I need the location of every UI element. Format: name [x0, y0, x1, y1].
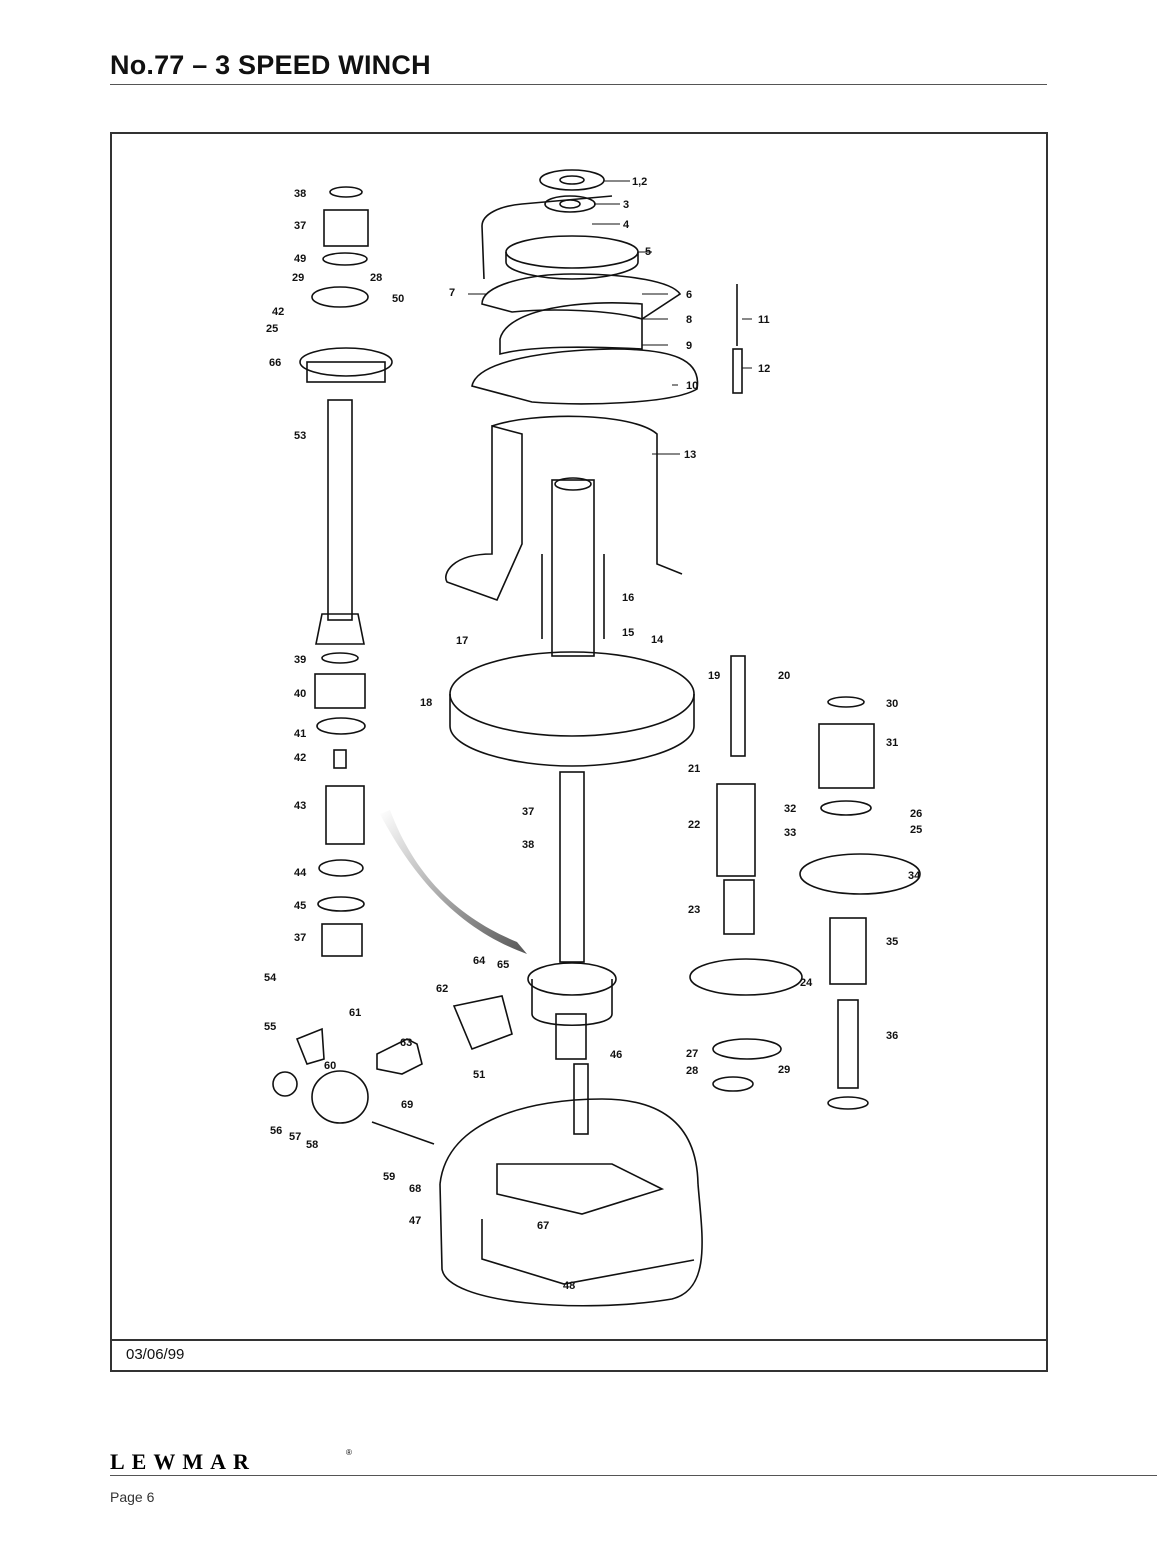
callout-30: 30	[886, 698, 898, 710]
callout-29: 29	[778, 1064, 790, 1076]
callout-44: 44	[294, 867, 307, 879]
callout-9: 9	[686, 340, 692, 352]
callout-17: 17	[456, 635, 468, 647]
callout-14: 14	[651, 634, 664, 646]
callout-32: 32	[784, 803, 796, 815]
callout-57: 57	[289, 1131, 301, 1143]
callout-47: 47	[409, 1215, 421, 1227]
callout-58: 58	[306, 1139, 318, 1151]
callout-51: 51	[473, 1069, 485, 1081]
callout-38-top: 38	[294, 188, 306, 200]
frame-footer-divider	[110, 1339, 1048, 1341]
callout-3: 3	[623, 199, 629, 211]
callout-10: 10	[686, 380, 698, 392]
callout-4: 4	[623, 219, 630, 231]
exploded-parts-diagram: 1,2 3 4 5 6 7 8 9 10 11 12 13 14 15 16 1…	[264, 169, 922, 1307]
callout-65: 65	[497, 959, 509, 971]
callout-25: 25	[910, 824, 922, 836]
callout-27: 27	[686, 1048, 698, 1060]
callout-38-shaft: 38	[522, 839, 534, 851]
callout-63: 63	[400, 1037, 412, 1049]
callout-50: 50	[392, 293, 404, 305]
callout-20: 20	[778, 670, 790, 682]
registered-mark: ®	[346, 1448, 352, 1457]
callout-22: 22	[688, 819, 700, 831]
callout-37-shaft: 37	[522, 806, 534, 818]
callout-19: 19	[708, 670, 720, 682]
callout-34: 34	[908, 870, 921, 882]
callout-55: 55	[264, 1021, 276, 1033]
callout-68: 68	[409, 1183, 421, 1195]
callout-42-top: 42	[272, 306, 284, 318]
callout-12: 12	[758, 363, 770, 375]
leader-lines	[468, 180, 752, 455]
callout-45: 45	[294, 900, 306, 912]
callout-6: 6	[686, 289, 692, 301]
callout-62: 62	[436, 983, 448, 995]
callout-29-top: 29	[292, 272, 304, 284]
callout-28-top: 28	[370, 272, 382, 284]
assembly-arrow	[380, 810, 527, 954]
callout-31: 31	[886, 737, 898, 749]
callout-43: 43	[294, 800, 306, 812]
callout-8: 8	[686, 314, 692, 326]
callout-15: 15	[622, 627, 634, 639]
callout-64: 64	[473, 955, 486, 967]
callout-41: 41	[294, 728, 306, 740]
footer-divider	[110, 1475, 1157, 1476]
callout-24: 24	[800, 977, 813, 989]
lewmar-logo: LEWMAR ®	[110, 1448, 352, 1474]
callout-36: 36	[886, 1030, 898, 1042]
brand-wordmark: LEWMAR	[110, 1449, 256, 1474]
callout-11: 11	[758, 314, 770, 326]
callout-13: 13	[684, 449, 696, 461]
callout-33: 33	[784, 827, 796, 839]
callout-54: 54	[264, 972, 277, 984]
winch-parts-drawing	[272, 169, 921, 1307]
callout-7: 7	[449, 287, 455, 299]
callout-16: 16	[622, 592, 634, 604]
page-number: Page 6	[110, 1489, 155, 1505]
callout-37-top: 37	[294, 220, 306, 232]
callout-69: 69	[401, 1099, 413, 1111]
callout-28: 28	[686, 1065, 698, 1077]
revision-date: 03/06/99	[126, 1346, 185, 1363]
callout-42-bottom: 42	[294, 752, 306, 764]
callout-26: 26	[910, 808, 922, 820]
callout-56: 56	[270, 1125, 282, 1137]
callout-53: 53	[294, 430, 306, 442]
callout-23: 23	[688, 904, 700, 916]
callout-59: 59	[383, 1171, 395, 1183]
callout-1-2: 1,2	[632, 176, 647, 188]
callout-46: 46	[610, 1049, 622, 1061]
diagram-frame	[110, 132, 1048, 1372]
callout-61: 61	[349, 1007, 361, 1019]
callout-35: 35	[886, 936, 898, 948]
page-title: No.77 – 3 SPEED WINCH	[110, 50, 431, 80]
callout-48: 48	[563, 1280, 575, 1292]
callout-37-bottom: 37	[294, 932, 306, 944]
callout-18: 18	[420, 697, 432, 709]
callout-49: 49	[294, 253, 306, 265]
title-divider	[110, 84, 1047, 85]
callout-40: 40	[294, 688, 306, 700]
callout-66: 66	[269, 357, 281, 369]
callout-39: 39	[294, 654, 306, 666]
callout-21: 21	[688, 763, 700, 775]
part-callout-labels: 1,2 3 4 5 6 7 8 9 10 11 12 13 14 15 16 1…	[264, 176, 922, 1292]
callout-25-top: 25	[266, 323, 278, 335]
callout-67: 67	[537, 1220, 549, 1232]
callout-5: 5	[645, 246, 651, 258]
callout-60: 60	[324, 1060, 336, 1072]
